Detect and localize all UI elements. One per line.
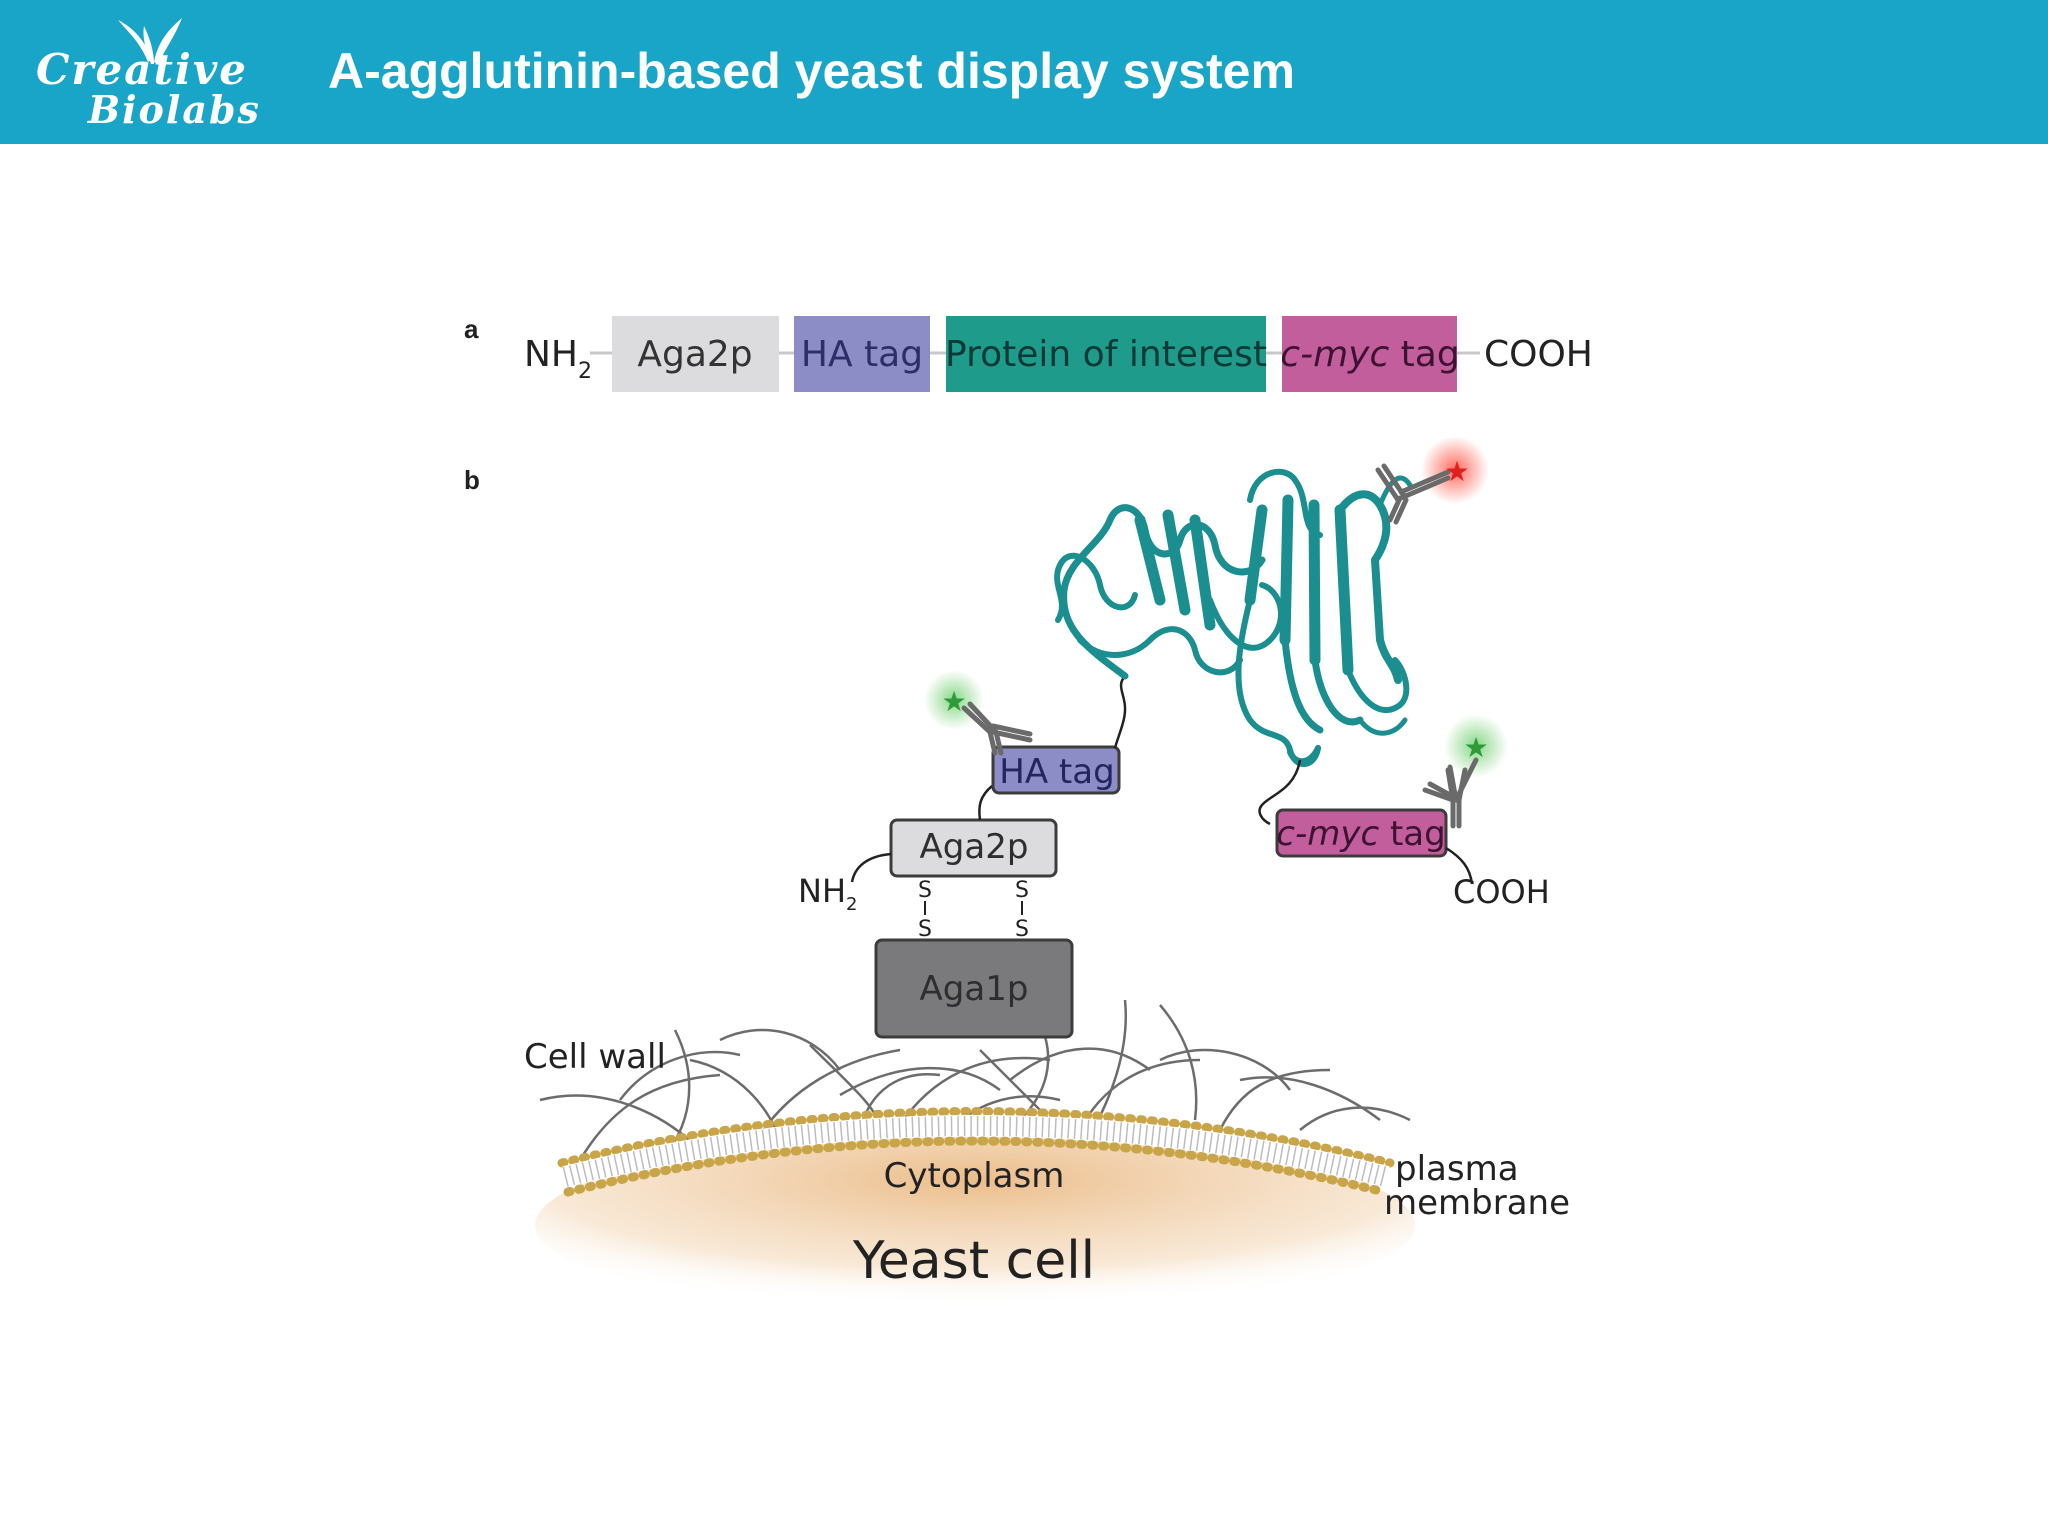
aga2p-label: Aga2p	[920, 827, 1029, 867]
panel-a-aga2p-segment	[612, 316, 779, 392]
page-title: A-agglutinin-based yeast display system	[328, 43, 1295, 99]
plasma-membrane-label-line1: plasma	[1395, 1149, 1519, 1189]
ha-tag-label: HA tag	[999, 752, 1114, 792]
panel-a-label: a	[464, 314, 479, 344]
panel-b-label: b	[464, 465, 480, 495]
cytoplasm-area	[535, 1135, 1415, 1315]
cmyc-tag-box	[1275, 808, 1448, 858]
cooh-linker	[1445, 846, 1474, 885]
panel-b-cooh-label: COOH	[1453, 873, 1550, 911]
disulfide-s-left-top: S	[918, 878, 932, 903]
panel-a-aga2p-label: Aga2p	[637, 334, 752, 375]
ha-tag-box	[991, 745, 1121, 795]
cmyc-tag-label: c-myc tag	[1276, 814, 1445, 854]
leaf-icon	[118, 18, 182, 64]
anti-ha-antibody: ★	[924, 670, 1033, 756]
cytoplasm-label: Cytoplasm	[884, 1156, 1065, 1196]
panel-a-cooh-label: COOH	[1484, 334, 1593, 375]
creative-biolabs-logo: Creative Biolabs	[30, 12, 280, 137]
panel-a-ha-tag-label: HA tag	[801, 334, 923, 375]
panel-b: b	[464, 436, 1570, 1315]
ha-protein-linker	[1113, 675, 1127, 749]
aga2p-box	[889, 818, 1058, 878]
panel-a-nh2-label: NH2	[524, 334, 592, 384]
disulfide-s-left-bottom: S	[918, 917, 932, 942]
green-star-icon: ★	[941, 686, 966, 717]
red-star-icon: ★	[1444, 456, 1469, 487]
protein-of-interest-ribbon	[1054, 468, 1413, 767]
green-star-icon: ★	[1463, 732, 1488, 763]
red-labelled-antibody: ★	[1375, 436, 1489, 525]
disulfide-s-right-bottom: S	[1015, 917, 1029, 942]
panel-a-cmyc-label: c-myc tag	[1280, 334, 1459, 375]
plasma-membrane-label-line2: membrane	[1384, 1183, 1570, 1223]
logo-text-biolabs: Biolabs	[88, 87, 261, 132]
header-bar: Creative Biolabs A-agglutinin-based yeas…	[0, 0, 2048, 144]
protein-cmyc-linker	[1258, 759, 1302, 826]
aga2p-ha-linker	[978, 785, 993, 821]
logo-text-creative: Creative	[36, 45, 248, 94]
anti-cmyc-antibody: ★	[1422, 714, 1508, 829]
aga1p-box	[874, 938, 1074, 1039]
plasma-membrane	[557, 1107, 1395, 1197]
panel-a-protein-label: Protein of interest	[945, 334, 1267, 375]
nh2-linker	[850, 852, 892, 883]
disulfide-s-right-top: S	[1015, 878, 1029, 903]
aga1p-label: Aga1p	[920, 969, 1029, 1009]
cell-wall-label: Cell wall	[524, 1037, 666, 1077]
red-fluorophore-glow	[1421, 436, 1489, 504]
panel-a-cmyc-segment	[1282, 316, 1457, 392]
yeast-display-diagram: a NH2 Aga2p HA tag Protein of interest c…	[464, 314, 1593, 1315]
disulfide-bonds: S S S S	[918, 878, 1029, 942]
panel-b-nh2-label: NH2	[798, 872, 857, 915]
panel-a-ha-tag-segment	[794, 316, 930, 392]
panel-a: a NH2 Aga2p HA tag Protein of interest c…	[464, 314, 1593, 392]
yeast-cell-label: Yeast cell	[852, 1231, 1095, 1291]
panel-a-protein-segment	[946, 316, 1266, 392]
green-fluorophore-glow	[1444, 714, 1508, 778]
